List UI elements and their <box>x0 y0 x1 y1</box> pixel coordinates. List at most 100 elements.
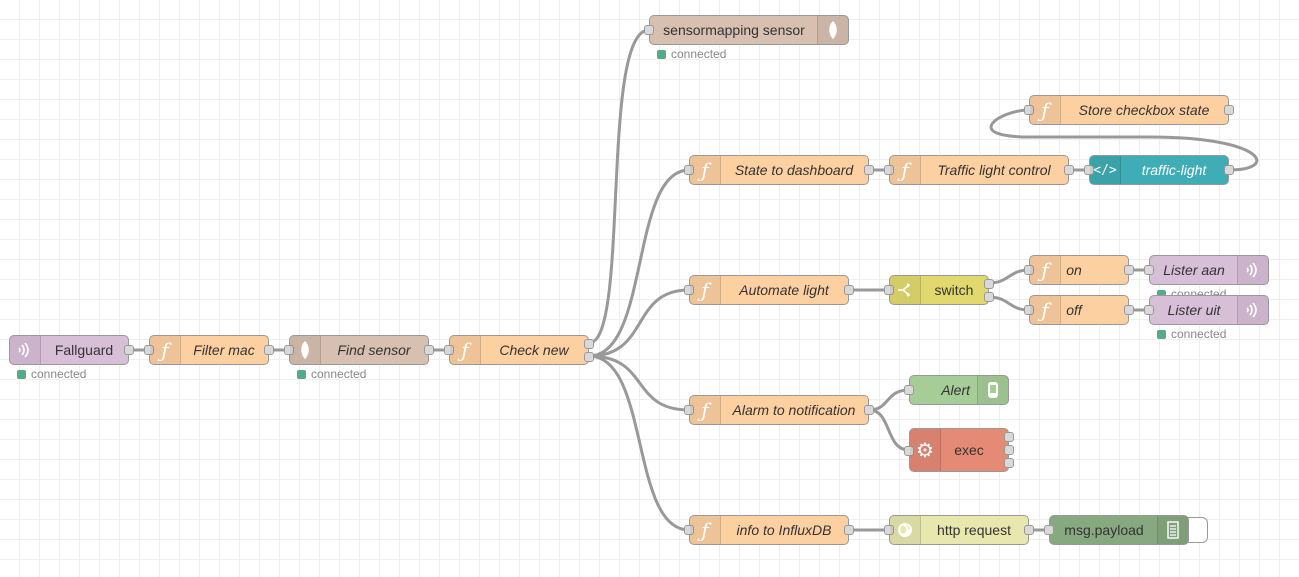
output-port-2[interactable] <box>584 352 594 362</box>
on-node[interactable]: ƒ on <box>1024 255 1134 285</box>
traffic-light-control-label: Traffic light control <box>937 162 1051 178</box>
input-port[interactable] <box>1144 305 1154 315</box>
msg-payload-node[interactable]: msg.payload <box>1044 515 1189 545</box>
wifi-icon <box>1237 296 1268 324</box>
output-port-stdout[interactable] <box>1004 432 1014 442</box>
wire-check-new-alarm[interactable] <box>588 354 690 412</box>
input-port[interactable] <box>904 385 914 395</box>
lister-uit-status: connected <box>1157 327 1226 341</box>
output-port[interactable] <box>1124 265 1134 275</box>
input-port[interactable] <box>904 446 914 456</box>
sensormapping-sensor-label: sensormapping sensor <box>663 22 805 38</box>
switch-label: switch <box>934 282 974 298</box>
store-checkbox-state-node[interactable]: ƒ Store checkbox state <box>1024 95 1234 125</box>
wire-check-new-automate-light[interactable] <box>588 288 690 358</box>
lister-aan-label: Lister aan <box>1163 262 1225 278</box>
state-to-dashboard-node[interactable]: ƒ State to dashboard <box>684 155 874 185</box>
input-port[interactable] <box>684 285 694 295</box>
code-icon: </> <box>1090 156 1121 184</box>
wire-check-new-state-dashboard[interactable] <box>588 168 690 358</box>
input-port[interactable] <box>444 345 454 355</box>
fallguard-node[interactable]: Fallguard <box>9 335 134 365</box>
wifi-icon <box>1237 256 1268 284</box>
wire-check-new-sensormapping[interactable] <box>588 28 650 345</box>
function-icon: ƒ <box>690 276 721 304</box>
input-port[interactable] <box>684 405 694 415</box>
input-port[interactable] <box>884 285 894 295</box>
leaf-icon <box>817 16 848 44</box>
msg-payload-label: msg.payload <box>1064 522 1144 538</box>
input-port[interactable] <box>284 345 294 355</box>
lister-uit-node[interactable]: Lister uit <box>1144 295 1269 325</box>
output-port-1[interactable] <box>584 339 594 349</box>
input-port[interactable] <box>1024 265 1034 275</box>
function-icon: ƒ <box>890 156 921 184</box>
output-port-2[interactable] <box>984 292 994 302</box>
traffic-light-control-node[interactable]: ƒ Traffic light control <box>884 155 1074 185</box>
find-sensor-node[interactable]: Find sensor <box>284 335 434 365</box>
function-icon: ƒ <box>690 156 721 184</box>
output-port[interactable] <box>1064 165 1074 175</box>
fallguard-label: Fallguard <box>54 342 114 358</box>
wire-alarm-exec[interactable] <box>868 408 910 452</box>
output-port[interactable] <box>844 285 854 295</box>
output-port[interactable] <box>424 345 434 355</box>
http-request-label: http request <box>937 522 1011 538</box>
output-port[interactable] <box>1224 105 1234 115</box>
input-port[interactable] <box>884 165 894 175</box>
output-port[interactable] <box>264 345 274 355</box>
wire-check-new-influxdb[interactable] <box>588 354 690 532</box>
automate-light-node[interactable]: ƒ Automate light <box>684 275 854 305</box>
wire-switch-on[interactable] <box>988 268 1030 285</box>
status-dot <box>297 369 306 379</box>
input-port[interactable] <box>684 165 694 175</box>
status-text: connected <box>1171 327 1227 341</box>
function-icon: ƒ <box>1030 296 1061 324</box>
alarm-to-notification-node[interactable]: ƒ Alarm to notification <box>684 395 874 425</box>
off-node[interactable]: ƒ off <box>1024 295 1134 325</box>
input-port[interactable] <box>884 525 894 535</box>
wire-switch-off[interactable] <box>988 295 1030 312</box>
function-icon: ƒ <box>690 396 721 424</box>
debug-toggle-button[interactable] <box>1188 517 1208 543</box>
input-port[interactable] <box>1024 105 1034 115</box>
find-sensor-status: connected <box>297 367 366 381</box>
input-port[interactable] <box>144 345 154 355</box>
output-port[interactable] <box>1224 165 1234 175</box>
sensormapping-sensor-node[interactable]: sensormapping sensor <box>644 15 849 45</box>
function-icon: ƒ <box>690 516 721 544</box>
output-port[interactable] <box>864 165 874 175</box>
input-port[interactable] <box>1044 525 1054 535</box>
switch-icon <box>890 276 921 304</box>
input-port[interactable] <box>644 25 654 35</box>
http-request-node[interactable]: http request <box>884 515 1034 545</box>
input-port[interactable] <box>1144 265 1154 275</box>
output-port-1[interactable] <box>984 279 994 289</box>
output-port-rc[interactable] <box>1004 458 1014 468</box>
alert-label: Alert <box>941 382 970 398</box>
status-text: connected <box>311 367 367 381</box>
wifi-icon <box>10 336 41 364</box>
input-port[interactable] <box>1024 305 1034 315</box>
alert-node[interactable]: Alert <box>904 375 1009 405</box>
status-dot <box>657 49 666 59</box>
input-port[interactable] <box>1084 165 1094 175</box>
filter-mac-node[interactable]: ƒ Filter mac <box>144 335 274 365</box>
output-port-stderr[interactable] <box>1004 445 1014 455</box>
output-port[interactable] <box>1024 525 1034 535</box>
check-new-node[interactable]: ƒ Check new <box>444 335 594 365</box>
status-text: connected <box>671 47 727 61</box>
lister-aan-node[interactable]: Lister aan <box>1144 255 1269 285</box>
wire-alarm-alert[interactable] <box>868 388 910 412</box>
input-port[interactable] <box>684 525 694 535</box>
output-port[interactable] <box>1124 305 1134 315</box>
output-port[interactable] <box>124 345 134 355</box>
output-port[interactable] <box>844 525 854 535</box>
info-to-influxdb-node[interactable]: ƒ info to InfluxDB <box>684 515 854 545</box>
filter-mac-label: Filter mac <box>193 342 255 358</box>
fallguard-status: connected <box>17 367 86 381</box>
output-port[interactable] <box>864 405 874 415</box>
exec-node[interactable]: ⚙ exec <box>904 428 1014 472</box>
switch-node[interactable]: switch <box>884 275 994 305</box>
traffic-light-node[interactable]: </> traffic-light <box>1084 155 1234 185</box>
